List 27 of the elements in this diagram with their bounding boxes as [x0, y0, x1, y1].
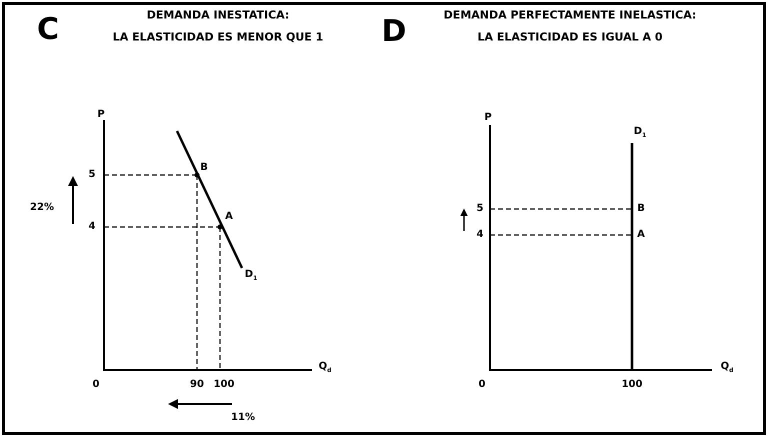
panel-letter: D	[382, 17, 406, 47]
tick-label: 100	[622, 380, 642, 390]
tick-label: 4	[88, 222, 96, 232]
percent-label: 11%	[231, 413, 255, 423]
tick-label: 90	[190, 380, 204, 390]
panel-letter: C	[36, 15, 60, 45]
curve-label: D$_{1}$	[244, 270, 258, 282]
tick-label: 4	[476, 230, 484, 240]
tick-label: 100	[214, 380, 234, 390]
point-label: B	[200, 163, 208, 173]
tick-label: 5	[88, 170, 96, 180]
chart-title: DEMANDA INESTATICA:	[146, 10, 290, 20]
point-label: A	[225, 212, 233, 222]
axis-label: Q$_{d}$	[318, 362, 332, 374]
curve-label: D$_{1}$	[634, 127, 646, 139]
percent-label: 22%	[30, 203, 54, 213]
tick-label: 0	[92, 380, 100, 390]
tick-label: 5	[476, 204, 484, 214]
chart-title: LA ELASTICIDAD ES MENOR QUE 1	[112, 32, 324, 42]
tick-label: 0	[478, 380, 486, 390]
point-label: A	[637, 230, 645, 240]
chart-title: DEMANDA PERFECTAMENTE INELASTICA:	[444, 10, 696, 20]
axis-label: P	[484, 113, 492, 123]
axis-label: P	[97, 110, 105, 120]
axis-label: Q$_{d}$	[720, 362, 734, 374]
chart-title: LA ELASTICIDAD ES IGUAL A 0	[478, 32, 662, 42]
point-label: B	[637, 204, 645, 214]
